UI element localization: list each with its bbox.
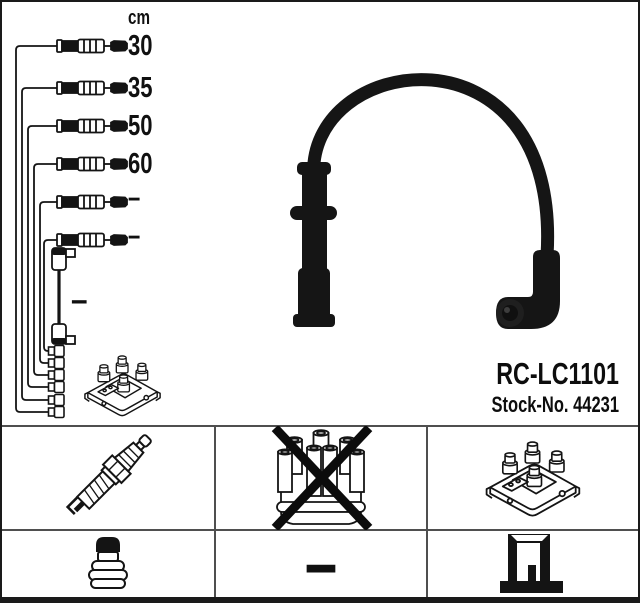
length-value-3: 50 (128, 110, 153, 142)
cell-plug-terminal (2, 531, 216, 597)
compatibility-grid: – (2, 425, 638, 597)
diagram-area: cm 30 35 50 60 – – – RC-LC1101 Stock-No.… (2, 2, 638, 425)
extra-cable-length-label: – (71, 281, 88, 318)
stock-number: 44231 (573, 391, 619, 417)
cable-end-connectors (56, 38, 128, 248)
stock-number-line: Stock-No. 44231 (492, 391, 620, 420)
cell-ignition-coil (428, 427, 638, 531)
cross-out-x (271, 426, 373, 530)
part-number-block: RC-LC1101 Stock-No. 44231 (492, 356, 620, 420)
length-unit-header: cm (128, 7, 150, 29)
cell-spark-plug (2, 427, 216, 531)
wire-bundle (15, 45, 59, 413)
ignition-coil-drawing (85, 356, 160, 416)
length-value-4: 60 (128, 148, 153, 180)
cell-distributor-cap-crossed (216, 426, 428, 531)
coil-terminal-icon (500, 534, 563, 593)
plug-terminal-icon (88, 537, 128, 589)
stock-label: Stock-No. (491, 391, 569, 417)
cell-coil-terminal (428, 531, 638, 597)
straight-boot (290, 162, 337, 327)
coil-side-terminals (47, 344, 65, 419)
length-value-1: 30 (128, 30, 153, 62)
spark-plug-icon (65, 434, 152, 515)
product-photo (290, 73, 560, 329)
length-value-5: – (128, 182, 141, 214)
ignition-cable (307, 73, 555, 263)
angled-boot (496, 250, 560, 329)
angled-boot-cable (51, 247, 76, 345)
technical-illustration (15, 38, 560, 419)
cable-set-diagram (15, 38, 160, 419)
cell-none-dash: – (216, 531, 428, 597)
distributor-cap-crossed-icon (271, 426, 373, 530)
length-value-2: 35 (128, 72, 153, 104)
length-value-6: – (128, 220, 141, 252)
part-number: RC-LC1101 (496, 356, 619, 391)
ignition-coil-icon (483, 436, 583, 520)
